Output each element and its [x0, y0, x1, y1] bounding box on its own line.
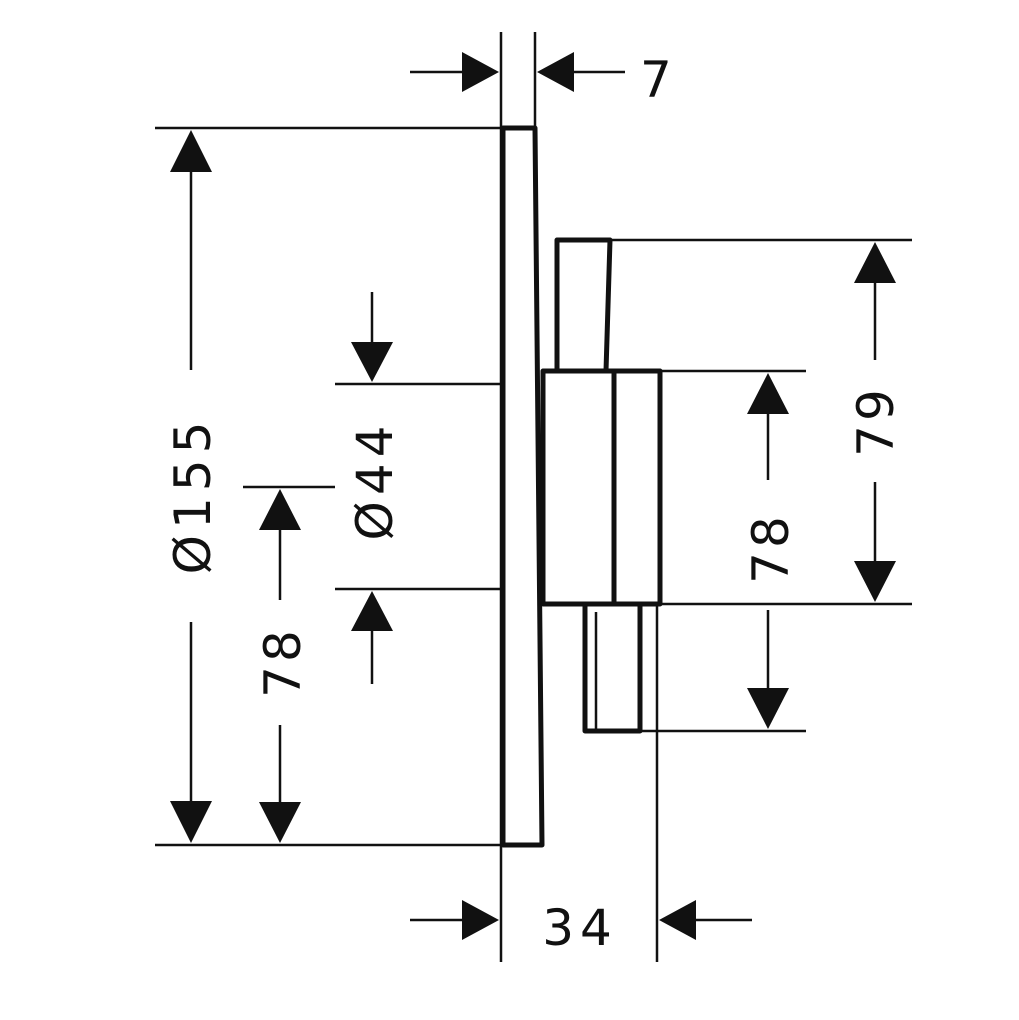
control-knob: [611, 368, 663, 607]
object-outline: [500, 125, 663, 848]
label-right-center-height: 78: [742, 512, 800, 584]
label-right-top-height: 79: [847, 385, 905, 457]
dimension-right-top-height: 79: [847, 242, 905, 602]
arrow-44-top: [351, 342, 393, 382]
dimension-left-center-height: 78: [254, 489, 312, 843]
arrow-44-bottom: [351, 591, 393, 631]
label-overall-diameter: Ø155: [164, 416, 222, 575]
dimension-top-width: 7: [410, 51, 672, 109]
cover-plate: [500, 125, 545, 848]
arrow-78L-top: [259, 489, 301, 530]
arrow-34-right: [659, 900, 696, 940]
arrow-155-top: [170, 130, 212, 172]
dimension-right-center-height: 78: [742, 373, 800, 729]
arrow-78R-bottom: [747, 688, 789, 729]
label-left-center-height: 78: [254, 626, 312, 698]
label-inner-diameter: Ø44: [346, 420, 404, 541]
arrow-7-right: [537, 52, 574, 92]
dimension-inner-diameter: Ø44: [346, 292, 404, 684]
dimension-bottom-depth: 34: [410, 899, 752, 957]
housing-bottom-block: [582, 601, 643, 734]
dimension-overall-diameter: Ø155: [164, 130, 222, 843]
arrow-78L-bottom: [259, 802, 301, 843]
label-top-width: 7: [640, 51, 672, 109]
arrow-155-bottom: [170, 801, 212, 843]
housing-top-block: [554, 237, 613, 374]
label-bottom-depth: 34: [542, 899, 618, 957]
housing-middle-block: [540, 368, 617, 607]
arrow-79-bottom: [854, 561, 896, 602]
arrow-78R-top: [747, 373, 789, 414]
arrow-7-left: [462, 52, 499, 92]
arrow-79-top: [854, 242, 896, 283]
arrow-34-left: [462, 900, 499, 940]
